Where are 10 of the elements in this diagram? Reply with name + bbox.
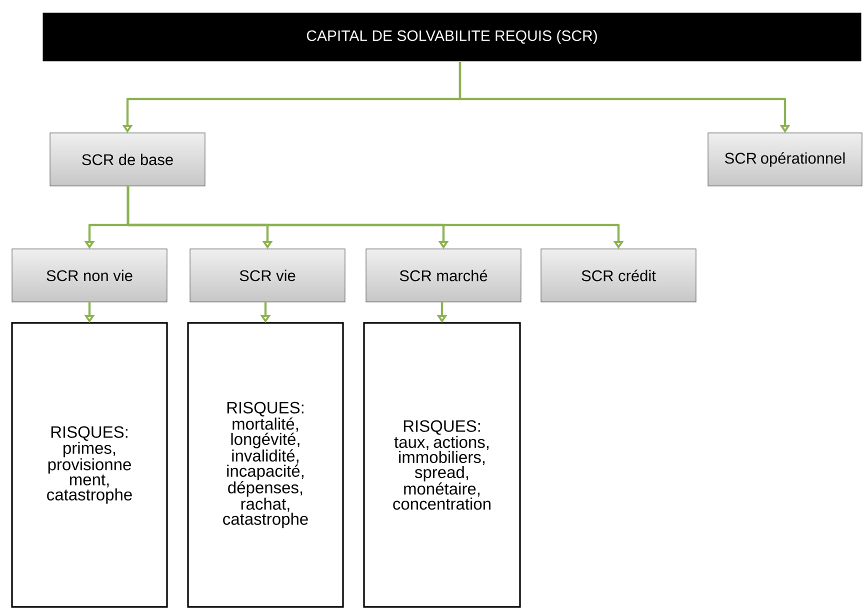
category-box: SCR opérationnel: [708, 132, 862, 186]
risk-box: RISQUES: mortalité, longévité, invalidité, incapacité, dépenses, rachat, catastrophe: [187, 322, 344, 608]
category-box: SCR de base: [50, 132, 206, 186]
category-box: SCR crédit: [540, 248, 696, 302]
category-box: SCR vie: [190, 248, 346, 302]
title-bar: CAPITAL DE SOLVABILITE REQUIS (SCR): [41, 11, 863, 63]
risk-box: RISQUES: taux, actions, immobiliers, spread, monétaire, concentration: [363, 322, 521, 608]
risk-box: RISQUES: primes, provisionne ment, catastrophe: [11, 322, 168, 608]
category-box: SCR marché: [366, 248, 522, 302]
category-box: SCR non vie: [12, 248, 168, 302]
